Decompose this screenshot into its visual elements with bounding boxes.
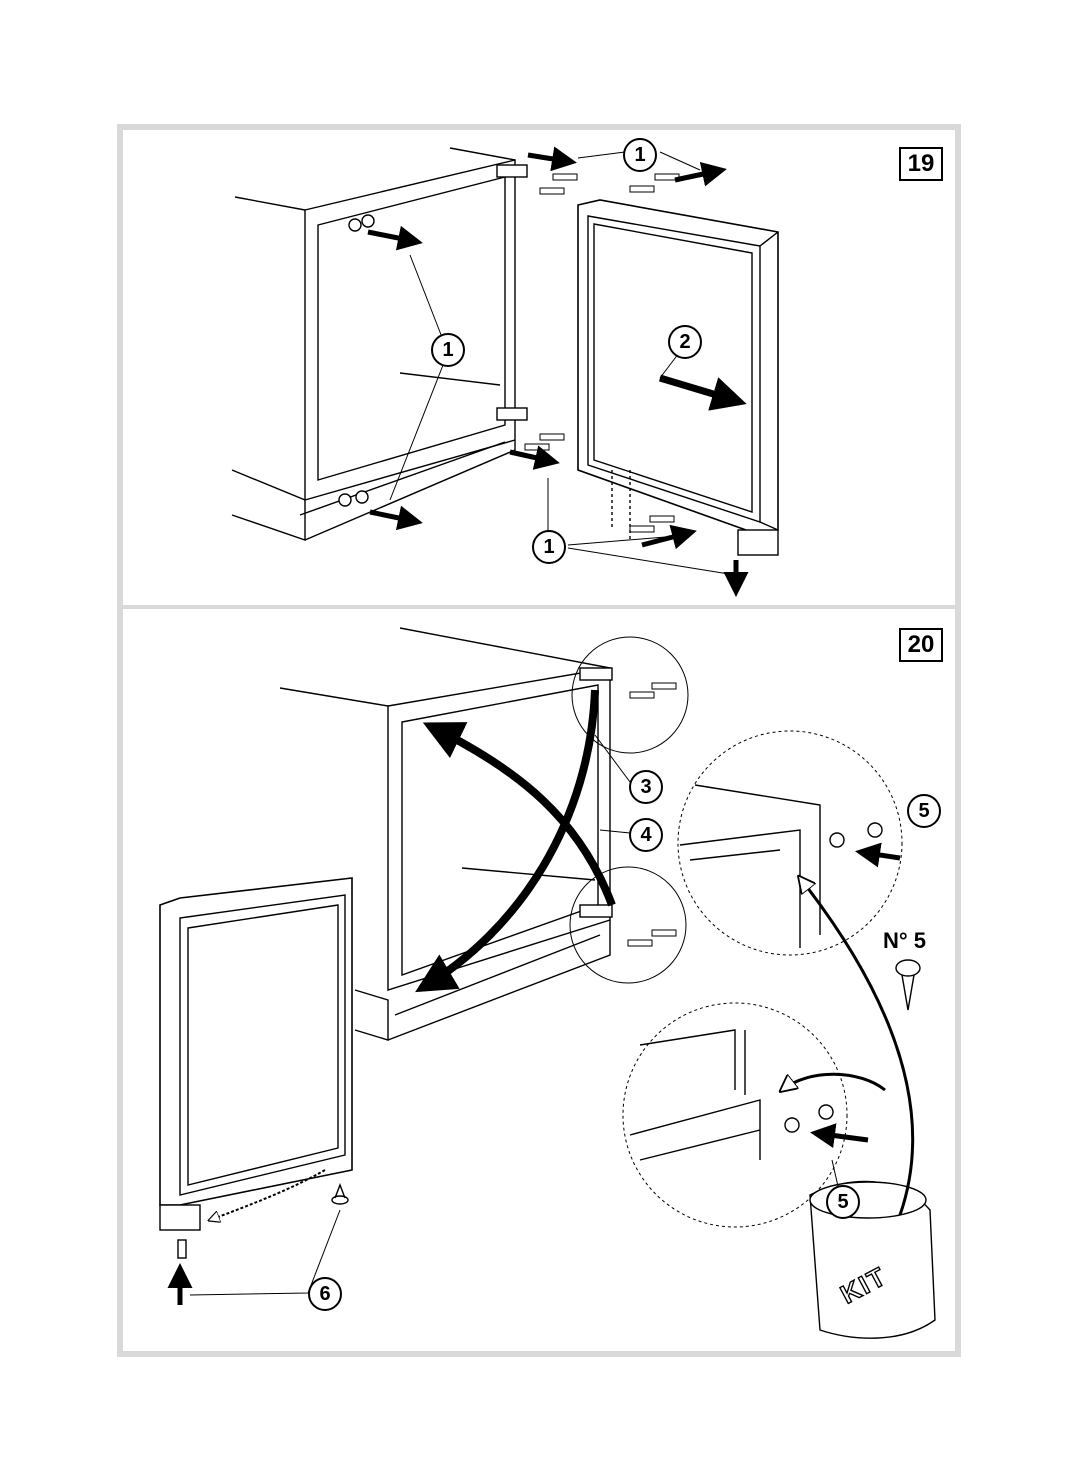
cabinet20-front-frame [387, 667, 611, 991]
door-20-foot [159, 1204, 201, 1231]
detail-circle-top-plugs [677, 730, 903, 956]
panel-number-19: 19 [899, 147, 943, 181]
cabinet-plinth [231, 440, 516, 541]
door-20 [159, 877, 353, 1206]
cabinet-top-edge [234, 147, 516, 211]
nail-part-shank [901, 974, 915, 1011]
door-19-foot [737, 529, 779, 556]
diagram-19 [231, 147, 779, 556]
callout-4: 4 [629, 818, 663, 852]
arrows-20 [167, 689, 915, 1305]
panel-number-20: 20 [899, 628, 943, 662]
detail-circle-top-hinge [571, 636, 689, 754]
cabinet-inner-opening [317, 176, 506, 481]
callout-1-top: 1 [623, 138, 657, 172]
arrows-19 [367, 146, 749, 597]
callout-2: 2 [668, 325, 702, 359]
callout-5-top: 5 [907, 794, 941, 828]
door-19 [577, 199, 779, 536]
detail-circle-bottom-hinge [569, 866, 687, 984]
diagram-20 [159, 627, 936, 1339]
hinge-top [496, 164, 528, 178]
callout-5-bottom: 5 [826, 1185, 860, 1219]
cabinet20-shelf [461, 867, 596, 881]
cabinet-shelf [399, 372, 501, 386]
callout-3: 3 [629, 770, 663, 804]
leaders-20 [189, 734, 841, 1296]
callout-1-left: 1 [431, 333, 465, 367]
detail-circle-bottom-plugs [622, 1002, 848, 1228]
nail-part-head [895, 959, 921, 977]
cabinet20-top-edge [279, 627, 611, 707]
callout-1-bottom: 1 [532, 530, 566, 564]
part-label-n5: N° 5 [883, 928, 927, 953]
outer-frame [117, 124, 961, 1357]
cabinet20-plinth [354, 920, 611, 1041]
hinge-bottom [496, 407, 528, 421]
callout-6: 6 [308, 1277, 342, 1311]
